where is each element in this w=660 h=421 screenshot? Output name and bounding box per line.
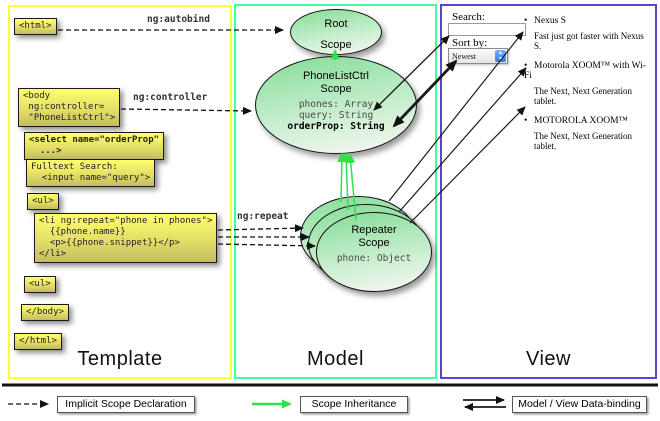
code-html-close: </html>: [14, 333, 62, 350]
model-column-label: Model: [307, 348, 364, 370]
product-list: •Nexus S Fast just got faster with Nexus…: [524, 16, 650, 161]
product-name: •MOTOROLA XOOM™: [524, 116, 628, 126]
product-desc: The Next, Next Generation tablet.: [534, 131, 632, 151]
phonelistctrl-prop-orderprop: orderProp: String: [287, 121, 385, 132]
product-name: •Motorola XOOM™ with Wi-Fi: [524, 61, 646, 81]
ng-controller-label: ng:controller: [133, 92, 208, 103]
code-body-close: </body>: [21, 304, 69, 321]
root-scope-subtitle: Scope: [320, 39, 352, 51]
phonelistctrl-prop-phones: phones: Array: [298, 99, 374, 110]
list-item: •Nexus S Fast just got faster with Nexus…: [524, 16, 650, 51]
code-ul-open: <ul>: [27, 193, 59, 210]
code-html-open: <html>: [14, 18, 57, 35]
list-item: •MOTOROLA XOOM™ The Next, Next Generatio…: [524, 116, 650, 151]
repeater-scope-title: Repeater: [351, 224, 397, 236]
legend-implicit-scope-declaration: Implicit Scope Declaration: [57, 396, 195, 413]
phonelistctrl-scope-titles: PhoneListCtrl Scope: [256, 70, 416, 96]
repeater-scope-ellipse-front: Repeater Scope phone: Object: [316, 212, 432, 292]
repeater-scope-subtitle: Scope: [358, 237, 390, 249]
ng-repeat-label: ng:repeat: [237, 211, 289, 222]
view-column-label: View: [526, 348, 571, 370]
code-fulltext-search: Fulltext Search: <input name="query">: [26, 159, 156, 187]
root-scope-ellipse: Root Scope: [290, 9, 382, 55]
root-scope-title: Root: [324, 18, 348, 30]
bullet-icon: •: [524, 116, 528, 126]
phonelistctrl-scope-title: PhoneListCtrl: [302, 70, 370, 82]
ng-autobind-label: ng:autobind: [147, 14, 210, 25]
legend-scope-inheritance: Scope Inheritance: [300, 396, 408, 413]
phonelistctrl-scope-ellipse: PhoneListCtrl Scope phones: Array query:…: [255, 56, 417, 154]
legend-model-view-data-binding: Model / View Data-binding: [512, 396, 647, 413]
product-name: •Nexus S: [524, 16, 566, 26]
bullet-icon: •: [524, 61, 528, 71]
template-column-label: Template: [77, 348, 163, 370]
bullet-icon: •: [524, 16, 528, 26]
phonelistctrl-scope-subtitle: Scope: [320, 83, 352, 95]
sort-dropdown-value: Newest: [452, 51, 476, 61]
code-ul-second: <ul>: [24, 276, 56, 293]
list-item: •Motorola XOOM™ with Wi-Fi The Next, Nex…: [524, 61, 650, 106]
product-desc: The Next, Next Generation tablet.: [534, 86, 632, 106]
template-column: Template: [8, 5, 232, 379]
search-label: Search:: [452, 11, 485, 23]
sort-dropdown[interactable]: Newest ▲▼: [448, 48, 508, 64]
dropdown-stepper-icon: ▲▼: [495, 50, 506, 62]
phonelistctrl-prop-query: query: String: [298, 110, 374, 121]
search-input[interactable]: [448, 23, 526, 36]
repeater-scope-titles: Repeater Scope: [317, 224, 431, 250]
code-body-open: <body ng:controller= "PhoneListCtrl">: [18, 88, 121, 127]
product-desc: Fast just got faster with Nexus S.: [534, 31, 644, 51]
code-select-orderprop: <select name="orderProp" ...>: [24, 132, 165, 160]
repeater-prop-phone: phone: Object: [336, 253, 412, 264]
code-li-repeat: <li ng:repeat="phone in phones"> {{phone…: [34, 213, 218, 263]
